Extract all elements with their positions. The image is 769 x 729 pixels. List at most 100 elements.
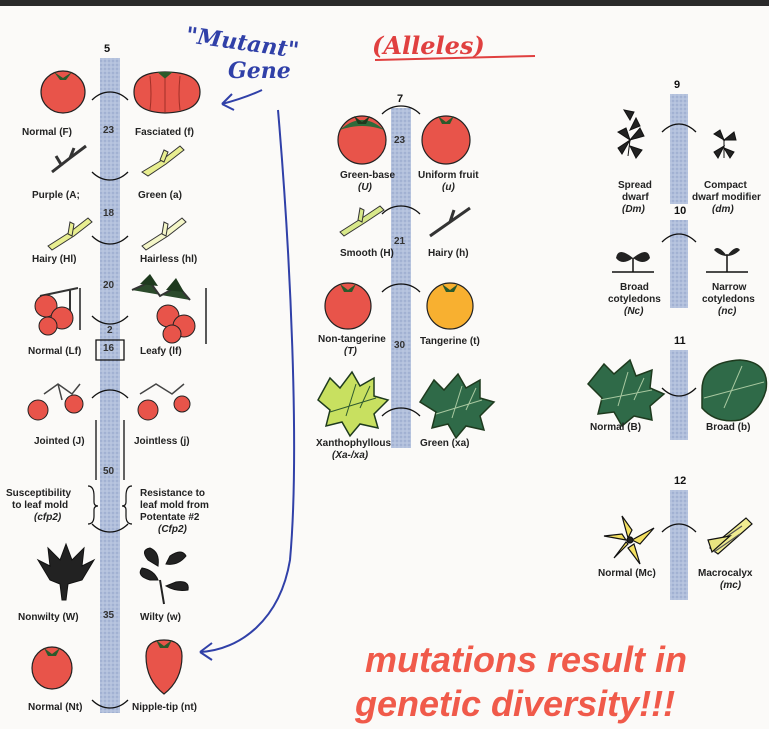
seedling-icon	[612, 252, 654, 273]
tomato-icon	[40, 70, 86, 114]
segment-label: 18	[103, 208, 115, 219]
stem-icon	[51, 144, 87, 174]
chromosome-11	[670, 350, 688, 440]
trait-label: Susceptibility	[6, 488, 71, 499]
segment-label: 50	[103, 466, 115, 477]
trait-label: (u)	[442, 182, 455, 193]
leaf-icon	[36, 542, 96, 601]
trait-label: Purple (A;	[32, 190, 80, 201]
locus-marks	[381, 105, 421, 417]
tomato-icon	[31, 646, 73, 690]
trait-label: (Nc)	[624, 306, 644, 317]
leaf-icon	[586, 358, 666, 428]
trait-label: cotyledons	[702, 294, 755, 305]
chromosome-number: 5	[104, 43, 110, 55]
locus-mark	[661, 523, 697, 533]
trait-label: Normal (F)	[22, 127, 72, 138]
tomato-icon	[337, 115, 387, 165]
tomato-icon	[421, 115, 471, 165]
trait-label: Fasciated (f)	[135, 127, 194, 138]
tomato-icon	[324, 282, 372, 330]
leaf-icon	[713, 129, 737, 159]
trait-label: cotyledons	[608, 294, 661, 305]
trait-label: (U)	[358, 182, 373, 193]
trait-label: Nonwilty (W)	[18, 612, 79, 623]
trait-label: Broad	[620, 282, 649, 293]
segment-label: 20	[103, 280, 115, 291]
stem-icon	[141, 145, 185, 177]
handwritten-gene: Gene	[228, 58, 291, 84]
trait-label: Wilty (w)	[140, 612, 181, 623]
trait-label: Spread	[618, 180, 652, 191]
trait-label: Hairy (h)	[428, 248, 469, 259]
trait-label: Normal (Lf)	[28, 346, 81, 357]
trait-label: Hairless (hl)	[140, 254, 197, 265]
trait-label: Non-tangerine	[318, 334, 386, 345]
tomato-icon	[145, 639, 183, 695]
leaf-icon	[617, 109, 645, 159]
trait-label: (Xa-/xa)	[332, 450, 369, 461]
segment-label: 21	[394, 236, 406, 247]
trait-label: (mc)	[720, 580, 742, 591]
trait-label: Xanthophyllous	[316, 438, 391, 449]
chromosome-12	[670, 490, 688, 600]
trait-label: to leaf mold	[12, 500, 68, 511]
locus-mark	[661, 387, 697, 397]
brace	[87, 485, 99, 525]
trait-label: Jointless (j)	[134, 436, 190, 447]
trait-label: (Dm)	[622, 204, 645, 215]
alleles-underline	[374, 55, 536, 61]
leaf-icon	[317, 370, 390, 438]
trait-label: Normal (Mc)	[598, 568, 656, 579]
segment-label: 16	[103, 343, 115, 354]
chromosome-number: 9	[674, 79, 680, 91]
trait-label: Resistance to	[140, 488, 205, 499]
arrow-icon	[199, 109, 296, 661]
chromosome-5	[100, 58, 120, 713]
trait-label: Green-base	[340, 170, 395, 181]
truss-icon	[27, 383, 84, 421]
trait-label: dwarf modifier	[692, 192, 761, 203]
handwritten-alleles: (Alleles)	[372, 31, 485, 60]
chromosome-number: 11	[674, 335, 686, 347]
chromosome-number: 10	[674, 205, 686, 217]
flower-icon	[707, 517, 753, 555]
truss-icon	[137, 383, 191, 421]
trait-label: Potentate #2	[140, 512, 200, 523]
leaf-icon	[139, 547, 189, 605]
trait-label: (cfp2)	[34, 512, 62, 523]
trait-label: Smooth (H)	[340, 248, 394, 259]
trait-label: Leafy (lf)	[140, 346, 182, 357]
segment-label: 30	[394, 340, 406, 351]
slogan-line-1: mutations result in	[365, 639, 687, 680]
stem-icon	[339, 205, 385, 237]
trait-label: Normal (Nt)	[28, 702, 82, 713]
fasciated-tomato-icon	[133, 71, 201, 114]
trait-label: dwarf	[622, 192, 649, 203]
tomato-icon	[426, 282, 474, 330]
flower-icon	[603, 515, 655, 565]
trait-label: Narrow	[712, 282, 747, 293]
stem-icon	[141, 217, 187, 251]
trait-label: Green (xa)	[420, 438, 469, 449]
arrow-icon	[221, 89, 263, 111]
leaf-icon	[418, 372, 496, 440]
stem-icon	[429, 206, 471, 238]
trait-label: Jointed (J)	[34, 436, 85, 447]
locus-mark	[661, 123, 697, 133]
segment-label: 35	[103, 610, 115, 621]
chromosome-number: 12	[674, 475, 686, 487]
stem-icon	[47, 217, 93, 251]
locus-mark	[661, 233, 697, 243]
trait-label: (dm)	[712, 204, 734, 215]
top-border	[0, 0, 769, 6]
chromosome-10	[670, 220, 688, 308]
chromosome-number: 7	[397, 93, 403, 105]
chromosome-7	[391, 108, 411, 448]
segment-label: 23	[394, 135, 406, 146]
leaf-icon	[701, 359, 768, 422]
seedling-icon	[706, 248, 748, 273]
brace	[121, 485, 133, 525]
trait-label: Tangerine (t)	[420, 336, 480, 347]
